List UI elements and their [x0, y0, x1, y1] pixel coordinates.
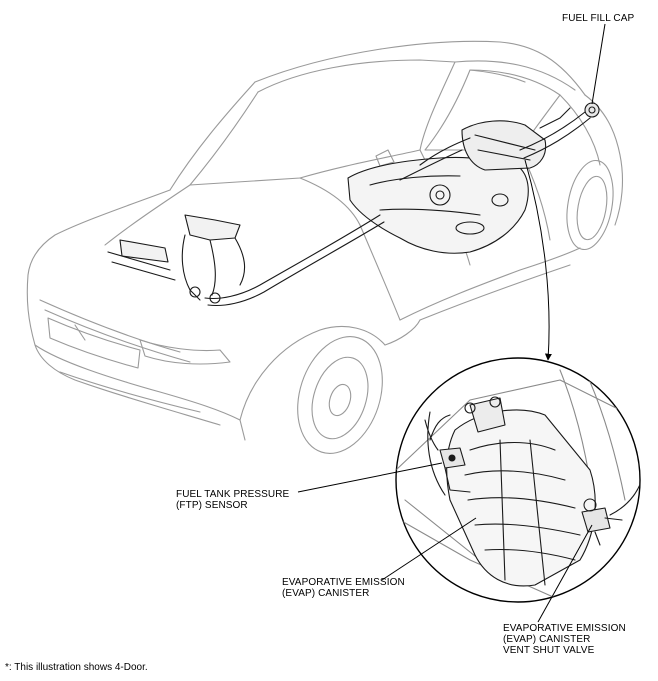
leader-lines [297, 23, 606, 623]
label-line: EVAPORATIVE EMISSION [282, 577, 405, 588]
label-line: (EVAP) CANISTER [503, 634, 591, 645]
leader-evap-canister [381, 517, 477, 581]
label-fuel-fill-cap: FUEL FILL CAP [562, 13, 634, 24]
label-line: FUEL FILL CAP [562, 13, 635, 24]
evap-system [107, 102, 600, 307]
leader-vent-shut-valve [537, 524, 593, 623]
label-evap-canister: EVAPORATIVE EMISSION (EVAP) CANISTER [282, 577, 405, 599]
car-body [26, 40, 624, 454]
label-ftp-sensor: FUEL TANK PRESSURE (FTP) SENSOR [176, 489, 289, 511]
zoom-arrow [524, 159, 552, 361]
zoom-detail [395, 357, 641, 603]
label-line: VENT SHUT VALVE [503, 645, 595, 656]
footnote: *: This illustration shows 4-Door. [5, 662, 148, 673]
label-line: (EVAP) CANISTER [282, 588, 370, 599]
leader-fuel-fill-cap [591, 23, 606, 105]
label-vent-shut-valve: EVAPORATIVE EMISSION (EVAP) CANISTER VEN… [503, 623, 626, 656]
label-line: EVAPORATIVE EMISSION [503, 623, 626, 634]
label-line: (FTP) SENSOR [176, 500, 248, 511]
label-line: FUEL TANK PRESSURE [176, 489, 290, 500]
leader-ftp-sensor [297, 462, 443, 493]
